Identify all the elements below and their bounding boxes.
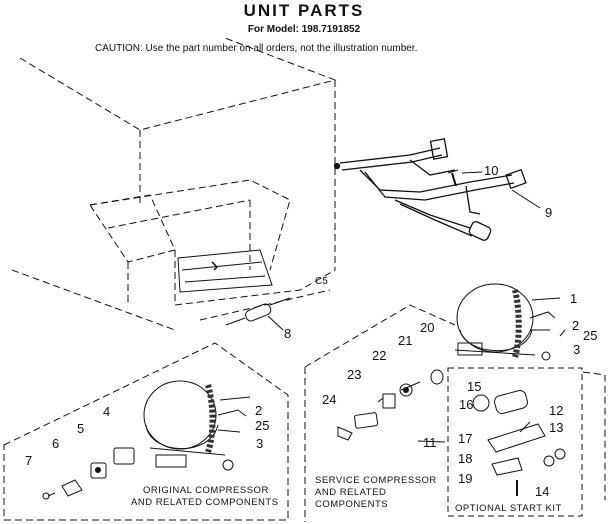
service-compressor-top <box>455 284 565 360</box>
page-title: UNIT PARTS <box>243 1 365 20</box>
compressor-compartment <box>178 250 272 292</box>
callout-2-top: 2 <box>572 318 580 333</box>
start-kit-parts <box>473 389 565 496</box>
callout-4: 4 <box>103 404 111 419</box>
original-group-outline <box>4 343 288 520</box>
callout-8: 8 <box>284 326 292 341</box>
callout-23: 23 <box>347 367 362 382</box>
start-kit-outline <box>448 368 582 516</box>
callout-21: 21 <box>398 333 413 348</box>
service-small-parts <box>338 370 445 442</box>
thermal-fuse-part-8 <box>226 298 290 330</box>
callout-7: 7 <box>25 453 33 468</box>
service-group-outline-right <box>583 372 605 500</box>
callout-13: 13 <box>549 420 564 435</box>
callout-17: 17 <box>458 431 473 446</box>
callout-15: 15 <box>467 379 482 394</box>
callout-6: 6 <box>52 436 60 451</box>
start-kit-caption: OPTIONAL START KIT <box>455 503 562 514</box>
model-number: For Model: 198.7191852 <box>247 24 361 35</box>
service-group-caption-line3: COMPONENTS <box>315 499 389 510</box>
callout-25-bottom: 25 <box>255 418 270 433</box>
callout-20: 20 <box>420 320 435 335</box>
callout-9: 9 <box>545 205 553 220</box>
callout-14: 14 <box>535 484 550 499</box>
callout-19: 19 <box>458 471 473 486</box>
callout-2-bottom: 2 <box>255 403 263 418</box>
original-compressor <box>144 381 250 470</box>
leader-9 <box>512 190 540 208</box>
callout-22: 22 <box>372 348 387 363</box>
callout-10: 10 <box>484 163 499 178</box>
callout-12: 12 <box>549 403 564 418</box>
callout-3-bottom: 3 <box>256 436 264 451</box>
wiring-harness <box>335 139 526 242</box>
original-group-caption-line1: ORIGINAL COMPRESSOR <box>143 485 269 496</box>
callout-1: 1 <box>570 291 578 306</box>
callout-18: 18 <box>458 451 473 466</box>
callout-5: 5 <box>77 421 85 436</box>
original-small-parts <box>43 448 134 499</box>
service-group-outline <box>305 305 455 367</box>
callout-16: 16 <box>459 397 474 412</box>
service-group-caption-line1: SERVICE COMPRESSOR <box>315 475 437 486</box>
cabinet-outline <box>12 38 335 330</box>
original-group-caption-line2: AND RELATED COMPONENTS <box>131 497 279 508</box>
callout-24: 24 <box>322 392 337 407</box>
callout-3-top: 3 <box>573 342 581 357</box>
callout-11: 11 <box>423 435 437 450</box>
marker-c5: C5 <box>315 276 328 287</box>
callout-25-top: 25 <box>583 328 598 343</box>
screw-part-10 <box>448 170 482 186</box>
service-group-caption-line2: AND RELATED <box>315 487 387 498</box>
caution-note: CAUTION: Use the part number on all orde… <box>95 43 418 54</box>
